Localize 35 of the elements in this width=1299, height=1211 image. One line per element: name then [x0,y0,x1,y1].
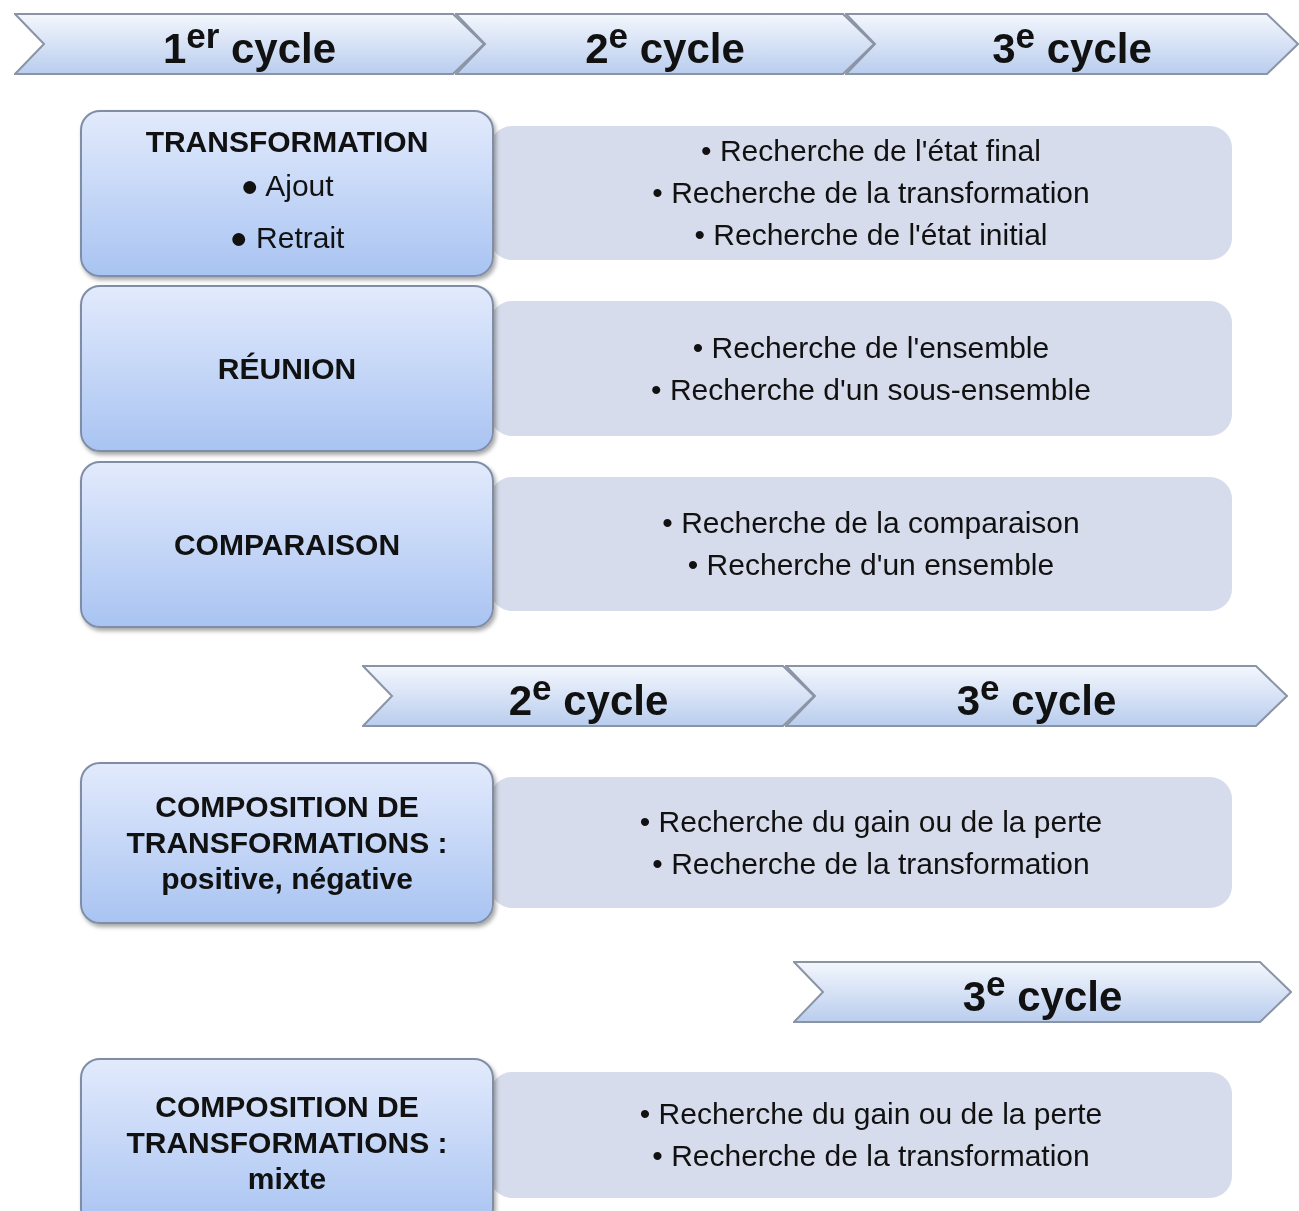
cycle-label: 2$^{e}$ cycle [508,667,669,725]
bullet-item: • Recherche de l'état initial [694,217,1048,253]
bullet-item: • Recherche de l'ensemble [692,329,1050,366]
bullet-item: • Recherche de la comparaison [662,505,1080,541]
bullet-item: • Recherche de la transformation [652,1138,1090,1174]
cycle-label: 2$^{e}$ cycle [585,15,745,73]
category-box [80,285,494,452]
category-box [80,762,494,924]
bullet-item: ● Retrait [229,219,345,256]
cycle-header-band [455,13,875,75]
cycle-header-band [793,961,1292,1023]
bullet-item: • Recherche de l'état final [701,133,1041,169]
cycle-header-band [785,665,1288,727]
category-title: COMPOSITION DE TRANSFORMATIONS : mixte [125,1089,449,1197]
bullet-item: • Recherche de la transformation [652,175,1090,211]
category-box [80,1058,494,1211]
cycle-header-band [845,13,1299,75]
category-title: COMPARAISON [173,526,401,563]
category-box [80,461,494,628]
bullet-item: • Recherche d'un ensemble [687,547,1055,583]
category-title: COMPOSITION DE TRANSFORMATIONS : positive, négative [125,789,449,897]
bullet-item: ● Ajout [240,167,334,204]
category-title: TRANSFORMATION [145,123,429,160]
bullet-item: • Recherche du gain ou de la perte [639,803,1103,840]
bullet-item: • Recherche d'un sous-ensemble [651,371,1091,408]
bullet-item: • Recherche de la transformation [652,845,1090,882]
cycle-label: 3$^{e}$ cycle [956,667,1117,725]
cycle-header-band [14,13,485,75]
cycle-label: 3$^{e}$ cycle [992,15,1152,73]
category-box [80,110,494,277]
bullet-item: • Recherche du gain ou de la perte [639,1096,1103,1132]
cycle-label: 1$^{er}$ cycle [162,15,337,73]
cycle-label: 3$^{e}$ cycle [962,963,1123,1021]
category-title: RÉUNION [217,350,357,387]
cycle-header-band [362,665,815,727]
